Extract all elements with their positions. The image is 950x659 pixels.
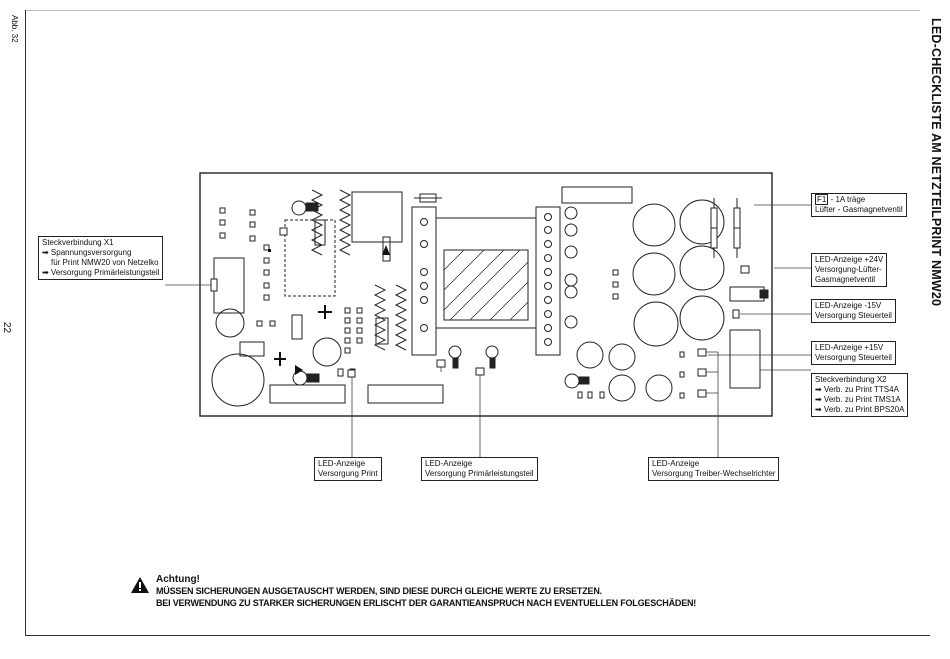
heatsink-right [373, 284, 408, 351]
callout-led-treiber-title: LED-Anzeige [652, 459, 700, 468]
warning-line: MÜSSEN SICHERUNGEN AUSGETAUSCHT WERDEN, … [156, 586, 602, 596]
capacitor-c3 [312, 337, 342, 367]
callout-connector-x2: Steckverbindung X2 ➡ Verb. zu Print TTS4… [811, 373, 909, 417]
transformer-left-pins [411, 206, 437, 356]
capacitors-right [576, 199, 725, 402]
fuse-f1 [710, 198, 741, 258]
callout-led-p15v-line: Versorgung Steuerteil [815, 353, 892, 362]
callout-led-plus15v: LED-Anzeige +15V Versorgung Steuerteil [811, 341, 896, 365]
callout-x1-line: ➡ Spannungsversorgung [42, 248, 132, 257]
pcb-board-outline [199, 172, 773, 417]
transformer-winding [443, 249, 529, 321]
page-frame-bottom [25, 635, 930, 636]
connector-small [729, 286, 765, 302]
led-indicators [347, 265, 750, 398]
callout-led-24v-title: LED-Anzeige +24V [815, 255, 884, 264]
warning-block: Achtung! MÜSSEN SICHERUNGEN AUSGETAUSCHT… [130, 574, 696, 609]
capacitor-c2 [211, 353, 265, 407]
resistor-top-right [561, 186, 633, 204]
callout-led-primaer-title: LED-Anzeige [425, 459, 473, 468]
callout-led-print: LED-Anzeige Versorgung Print [314, 457, 382, 481]
fuse-holder [351, 191, 403, 243]
warning-icon [131, 577, 149, 593]
page-frame-left [25, 10, 26, 635]
callout-f1-line: Lüfter - Gasmagnetventil [815, 205, 903, 214]
warning-line: BEI VERWENDUNG ZU STARKER SICHERUNGEN ER… [156, 598, 697, 608]
transformer-right-pins [535, 206, 561, 356]
capacitor-c1 [215, 308, 245, 338]
heatsink-left [310, 189, 352, 256]
resistor-bottom-right [367, 384, 444, 404]
callout-x2-line: ➡ Verb. zu Print BPS20A [815, 405, 905, 414]
callout-x1-title: Steckverbindung X1 [42, 238, 114, 247]
callout-led-p15v-title: LED-Anzeige +15V [815, 343, 884, 352]
warning-heading: Achtung! [156, 574, 200, 585]
callout-led-primaer: LED-Anzeige Versorgung Primärleistungste… [421, 457, 538, 481]
callout-connector-x1: Steckverbindung X1 ➡ Spannungsversorgung… [38, 236, 164, 280]
page-frame-top [25, 10, 920, 11]
transformer-hatch [443, 249, 529, 321]
callout-led-treiber: LED-Anzeige Versorgung Treiber-Wechselri… [648, 457, 780, 481]
callout-x2-title: Steckverbindung X2 [815, 375, 887, 384]
callout-f1-line: - 1A träge [828, 195, 866, 204]
transformer-core [435, 217, 537, 329]
connector-x2 [729, 329, 761, 389]
callout-led-treiber-line: Versorgung Treiber-Wechselrichter [652, 469, 776, 478]
callout-led-24v: LED-Anzeige +24V Versorgung-Lüfter- Gasm… [811, 253, 888, 287]
callout-x2-line: ➡ Verb. zu Print TTS4A [815, 385, 899, 394]
callout-led-primaer-line: Versorgung Primärleistungsteil [425, 469, 534, 478]
callout-led-m15v-line: Versorgung Steuerteil [815, 311, 892, 320]
transformer-pins [420, 213, 552, 346]
callout-x1-line: ➡ Versorgung Primärleistungsteil [42, 268, 160, 277]
callout-fuse-f1: F1 - 1A träge Lüfter - Gasmagnetventil [811, 193, 907, 217]
callout-x2-line: ➡ Verb. zu Print TMS1A [815, 395, 901, 404]
callout-led-print-title: LED-Anzeige [318, 459, 366, 468]
connector-x1 [213, 257, 245, 314]
callout-led-m15v-title: LED-Anzeige -15V [815, 301, 882, 310]
callout-x1-line: für Print NMW20 von Netzelko [51, 258, 159, 267]
callout-led-print-line: Versorgung Print [318, 469, 378, 478]
fuse-id-badge: F1 [815, 194, 829, 205]
ic-outline [284, 219, 336, 297]
component-markers [268, 245, 390, 375]
callout-led-24v-line: Versorgung-Lüfter- [815, 265, 882, 274]
smd-components-right [577, 269, 685, 399]
callout-led-minus15v: LED-Anzeige -15V Versorgung Steuerteil [811, 299, 896, 323]
callout-led-24v-line: Gasmagnetventil [815, 275, 876, 284]
resistor-bottom-left [269, 384, 346, 404]
